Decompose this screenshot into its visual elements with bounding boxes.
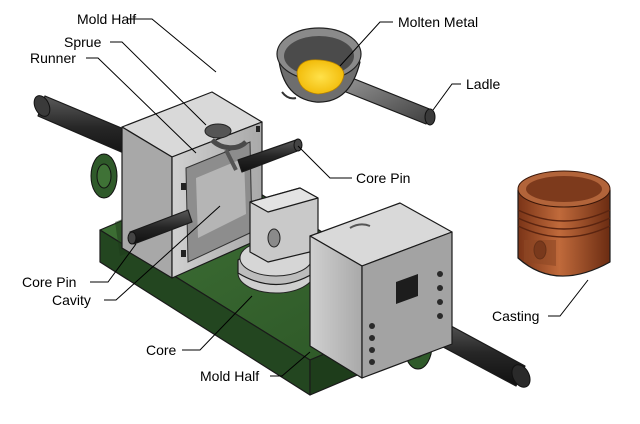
molten-metal	[296, 59, 345, 95]
label-mold-half-bottom: Mold Half	[200, 368, 259, 384]
leader-lines	[86, 18, 589, 377]
core-pin-lower	[127, 209, 193, 245]
label-casting: Casting	[492, 308, 539, 324]
core	[237, 187, 319, 294]
label-core-pin-right: Core Pin	[356, 170, 410, 186]
label-molten-metal: Molten Metal	[398, 14, 478, 30]
mold-half-right	[309, 202, 453, 379]
left-handwheel	[90, 153, 118, 199]
label-mold-half-top: Mold Half	[77, 11, 136, 27]
core-pin-upper	[237, 138, 303, 173]
label-sprue: Sprue	[64, 34, 102, 50]
label-ladle: Ladle	[466, 76, 500, 92]
label-core-pin-left: Core Pin	[22, 274, 76, 290]
label-cavity: Cavity	[52, 292, 91, 308]
casting-piston	[517, 170, 611, 277]
label-runner: Runner	[30, 50, 76, 66]
label-core: Core	[146, 342, 177, 358]
